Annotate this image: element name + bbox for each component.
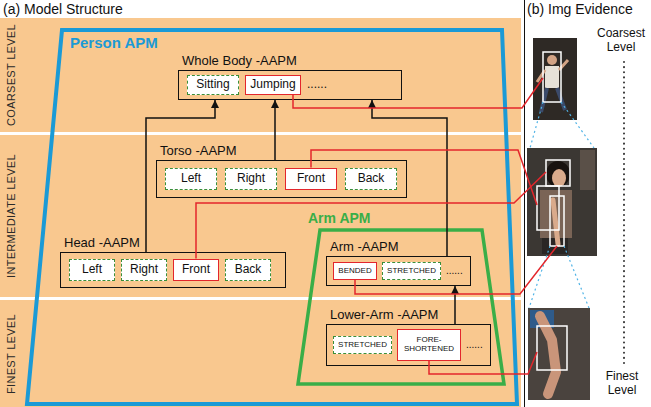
apm-label: Person APM xyxy=(70,34,158,51)
state-box: STRETCHED xyxy=(382,262,441,280)
state-label: FORE- SHORTENED xyxy=(402,336,456,354)
evidence-box xyxy=(543,52,561,102)
photo-body xyxy=(545,66,559,88)
aapm-box: Head -AAPMLeftRightFrontBack xyxy=(60,252,286,288)
evidence-link xyxy=(311,150,537,205)
hierarchy-arrow xyxy=(146,100,219,252)
level-note: Coarsest Level xyxy=(594,27,648,55)
evidence-link xyxy=(355,246,557,294)
state-box: Sitting xyxy=(187,75,239,95)
hierarchy-arrow xyxy=(451,286,459,324)
hierarchy-line xyxy=(372,100,447,256)
photo-coarse xyxy=(533,38,577,120)
photo-arms xyxy=(537,60,568,82)
state-box: BENDED xyxy=(333,262,377,280)
state-box: STRETCHED xyxy=(333,336,392,354)
ellipsis: ...... xyxy=(446,265,463,277)
state-label: BENDED xyxy=(338,266,371,275)
state-box: Back xyxy=(225,259,271,281)
aapm-box: Torso -AAPMLeftRightFrontBack xyxy=(156,160,407,198)
state-label: Left xyxy=(181,172,201,186)
apm-region: Arm APMArm -AAPM......BENDEDSTRETCHEDLow… xyxy=(296,228,508,386)
evidence-link xyxy=(196,172,546,259)
level-label: FINEST LEVEL xyxy=(5,314,18,394)
apm-region: Person APM Whole Body -AAPM...... Sitting J… xyxy=(24,28,520,406)
state-box: Left xyxy=(165,168,217,190)
photo-face xyxy=(552,169,566,187)
photo-arm xyxy=(540,316,556,394)
aapm-box: Lower-Arm -AAPM......STRETCHEDFORE- SHOR… xyxy=(326,324,491,366)
panel-divider xyxy=(524,0,525,407)
level-note: Finest Level xyxy=(598,370,646,398)
state-label: Left xyxy=(82,263,102,277)
apm-outline xyxy=(296,228,508,386)
aapm-title: Whole Body -AAPM xyxy=(182,54,297,69)
photo-head xyxy=(547,55,557,65)
panel-title: (a) Model Structure xyxy=(3,1,123,17)
state-box: Back xyxy=(345,168,397,190)
photo-intermediate xyxy=(527,148,597,256)
evidence-link xyxy=(429,352,537,374)
arrow-head xyxy=(211,100,219,108)
ellipsis: ...... xyxy=(307,78,327,92)
photo-ground xyxy=(527,148,597,256)
photo-hair xyxy=(546,161,570,187)
state-box: Jumping xyxy=(245,75,301,95)
aapm-title: Head -AAPM xyxy=(64,236,140,251)
apm-label: Arm APM xyxy=(308,210,371,226)
state-box: Front xyxy=(285,168,337,190)
state-label: Right xyxy=(237,172,265,186)
photo-arm xyxy=(553,200,558,244)
ellipsis: ...... xyxy=(466,339,483,351)
state-label: Jumping xyxy=(250,78,295,92)
level-label: INTERMEDIATE LEVEL xyxy=(5,154,18,278)
evidence-box xyxy=(537,326,567,370)
state-box: Right xyxy=(225,168,277,190)
state-box: Left xyxy=(69,259,115,281)
state-label: Back xyxy=(235,263,262,277)
state-label: Front xyxy=(182,263,210,277)
hierarchy-arrow xyxy=(368,100,447,256)
aapm-title: Torso -AAPM xyxy=(160,144,237,159)
zoom-guide xyxy=(529,102,594,308)
photo-ground xyxy=(528,308,590,400)
arrow-head xyxy=(368,100,376,108)
panel-title: (b) Img Evidence xyxy=(527,1,633,17)
apm-outline-shape xyxy=(298,230,504,384)
evidence-box xyxy=(546,160,570,186)
evidence-link xyxy=(293,78,543,108)
level-dots xyxy=(623,62,625,365)
hierarchy-line xyxy=(454,286,456,324)
photo-fine xyxy=(528,308,590,400)
state-label: Front xyxy=(297,172,325,186)
aapm-title: Lower-Arm -AAPM xyxy=(330,308,438,323)
state-box: FORE- SHORTENED xyxy=(397,329,461,361)
aapm-title: Arm -AAPM xyxy=(330,240,399,255)
state-label: STRETCHED xyxy=(387,266,436,275)
state-box: Right xyxy=(121,259,167,281)
state-label: Right xyxy=(130,263,158,277)
arrow-head xyxy=(271,100,279,108)
state-label: Back xyxy=(358,172,385,186)
apm-outline-shape xyxy=(27,30,517,404)
hierarchy-line xyxy=(274,100,276,160)
hierarchy-arrow xyxy=(271,100,279,160)
photo-ground xyxy=(533,38,577,120)
evidence-box xyxy=(550,196,564,246)
state-box: Front xyxy=(173,259,219,281)
photo-detail xyxy=(580,150,595,190)
state-label: Sitting xyxy=(196,78,229,92)
evidence-box xyxy=(537,186,559,230)
aapm-box: Arm -AAPM......BENDEDSTRETCHED xyxy=(326,256,471,286)
state-label: STRETCHED xyxy=(338,340,387,349)
hierarchy-line xyxy=(146,100,215,252)
aapm-box: Whole Body -AAPM......SittingJumping xyxy=(178,70,402,100)
arrow-head xyxy=(451,286,459,294)
level-label: COARSEST LEVEL xyxy=(5,24,18,126)
